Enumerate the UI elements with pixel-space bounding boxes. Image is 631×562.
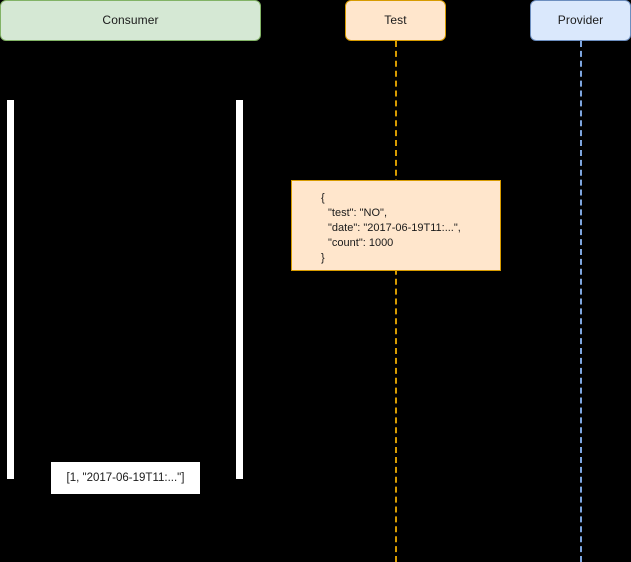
participant-consumer[interactable]: Consumer — [0, 0, 261, 41]
note-line: "count": 1000 — [328, 237, 394, 249]
activation-bar-consumer-right — [236, 100, 243, 479]
participant-provider[interactable]: Provider — [530, 0, 631, 41]
participant-provider-label: Provider — [557, 13, 604, 28]
note-json-payload[interactable]: { "test": "NO", "date": "2017-06-19T11:.… — [291, 180, 501, 271]
participant-test[interactable]: Test — [345, 0, 446, 41]
participant-consumer-label: Consumer — [102, 13, 159, 28]
note-line: { — [321, 192, 325, 204]
lifeline-test — [395, 41, 397, 562]
participant-test-label: Test — [384, 13, 407, 28]
note-line: } — [321, 252, 325, 264]
message-label-text: [1, "2017-06-19T11:..."] — [66, 472, 185, 484]
lifeline-provider — [580, 41, 582, 562]
note-line: "date": "2017-06-19T11:...", — [328, 222, 461, 234]
activation-bar-consumer-left — [7, 100, 14, 479]
note-line: "test": "NO", — [328, 207, 388, 219]
message-label[interactable]: [1, "2017-06-19T11:..."] — [51, 462, 200, 494]
